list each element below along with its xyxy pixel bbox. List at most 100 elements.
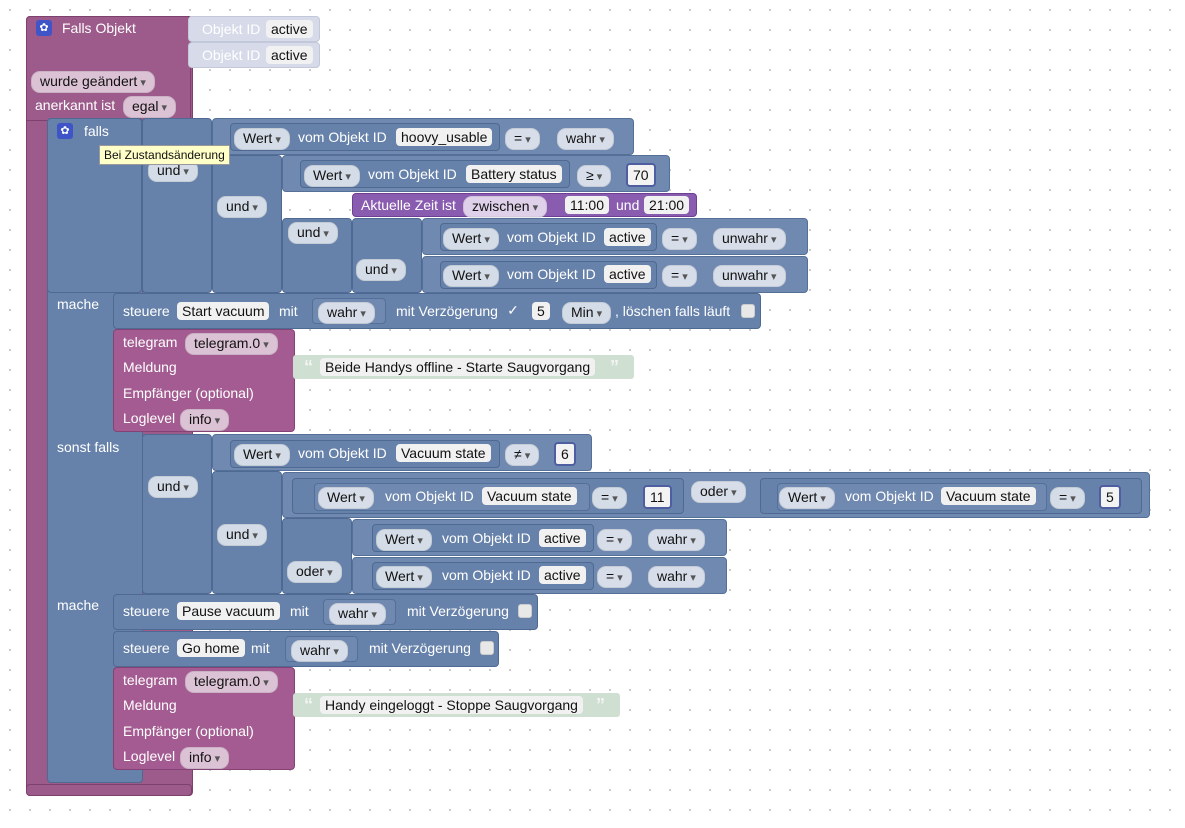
number-field-5[interactable]: 6 [554, 442, 576, 466]
delay-checkbox-3[interactable] [480, 641, 494, 655]
op-dropdown-3[interactable]: = [662, 228, 697, 250]
and-block-2[interactable] [212, 155, 282, 293]
object-field-2[interactable]: Battery status [466, 165, 562, 183]
vom-objekt-6: vom Objekt ID [385, 488, 474, 504]
wert-dropdown-6[interactable]: Wert [318, 487, 374, 509]
or-dropdown-1[interactable]: oder [287, 561, 342, 583]
op-dropdown-7[interactable]: = [1050, 487, 1085, 509]
telegram-label-1: telegram [123, 334, 178, 350]
vom-objekt-1: vom Objekt ID [298, 129, 387, 145]
or-dropdown-2[interactable]: oder [691, 481, 746, 503]
bool-dropdown-4[interactable]: unwahr [713, 265, 786, 287]
and-block-5[interactable] [142, 434, 212, 594]
time-to-field[interactable]: 21:00 [644, 196, 690, 214]
vom-objekt-4: vom Objekt ID [507, 266, 596, 282]
time-and-label: und [616, 197, 640, 213]
meldung-label-1: Meldung [123, 359, 177, 375]
object-field-7[interactable]: Vacuum state [941, 487, 1036, 505]
number-field-7[interactable]: 5 [1099, 485, 1121, 509]
telegram-label-2: telegram [123, 672, 178, 688]
object-id-value-1[interactable]: active [266, 20, 313, 38]
vom-objekt-2: vom Objekt ID [368, 166, 457, 182]
bool-dropdown-1[interactable]: wahr [557, 128, 614, 150]
delay-value-1[interactable]: 5 [532, 302, 550, 320]
wert-dropdown-7[interactable]: Wert [779, 487, 835, 509]
wert-dropdown-5[interactable]: Wert [234, 444, 290, 466]
bool-dropdown-8[interactable]: wahr [648, 529, 705, 551]
op-dropdown-5[interactable]: ≠ [505, 444, 540, 466]
wert-dropdown-3[interactable]: Wert [443, 228, 499, 250]
object-field-1[interactable]: hoovy_usable [396, 128, 493, 146]
object-field-9[interactable]: active [539, 566, 586, 584]
message-field-2[interactable]: Handy eingeloggt - Stoppe Saugvorgang [320, 696, 583, 714]
and-block-4[interactable] [352, 218, 422, 293]
delay-unit-dropdown[interactable]: Min [562, 302, 612, 324]
wert-dropdown-4[interactable]: Wert [443, 265, 499, 287]
time-from-field[interactable]: 11:00 [565, 196, 609, 214]
object-field-4[interactable]: active [604, 265, 651, 283]
op-dropdown-4[interactable]: = [662, 265, 697, 287]
time-mode-dropdown[interactable]: zwischen [463, 196, 548, 218]
wert-dropdown-2[interactable]: Wert [304, 165, 360, 187]
object-field-8[interactable]: active [539, 529, 586, 547]
control-target-3[interactable]: Go home [177, 639, 245, 657]
op-dropdown-2[interactable]: ≥ [577, 165, 612, 187]
loglevel-dropdown-2[interactable]: info [180, 747, 230, 769]
changed-dropdown[interactable]: wurde geändert [31, 71, 155, 93]
control-target-1[interactable]: Start vacuum [177, 302, 270, 320]
ack-label: anerkannt ist [35, 97, 116, 113]
bool-dropdown-home[interactable]: wahr [291, 640, 348, 662]
sonst-falls-label: sonst falls [57, 439, 120, 455]
object-id-label-2: Objekt ID [202, 47, 261, 63]
trigger-footer [26, 784, 192, 796]
op-dropdown-1[interactable]: = [505, 128, 540, 150]
tooltip: Bei Zustandsänderung [99, 145, 230, 165]
wert-dropdown-9[interactable]: Wert [376, 566, 432, 588]
steuere-label-1: steuere [123, 303, 170, 319]
op-dropdown-8[interactable]: = [597, 529, 632, 551]
open-quote-1: “ [304, 357, 313, 377]
gear-icon[interactable]: ✿ [36, 20, 52, 36]
object-field-3[interactable]: active [604, 228, 651, 246]
mache-label-1: mache [57, 296, 100, 312]
loglevel-dropdown-1[interactable]: info [180, 409, 230, 431]
number-field-6[interactable]: 11 [643, 485, 672, 509]
op-dropdown-9[interactable]: = [597, 566, 632, 588]
wert-dropdown-8[interactable]: Wert [376, 529, 432, 551]
bool-dropdown-pause[interactable]: wahr [329, 603, 386, 625]
delay-checkbox-1[interactable]: ✓ [507, 302, 519, 318]
and-dropdown-4[interactable]: und [356, 259, 406, 281]
steuere-label-2: steuere [123, 603, 170, 619]
if-gear-icon[interactable]: ✿ [57, 123, 73, 139]
object-field-5[interactable]: Vacuum state [396, 444, 491, 462]
and-dropdown-2[interactable]: und [217, 196, 267, 218]
telegram-instance-1[interactable]: telegram.0 [185, 333, 278, 355]
and-dropdown-3[interactable]: und [288, 222, 338, 244]
bool-dropdown-9[interactable]: wahr [648, 566, 705, 588]
mit-label-1: mit [279, 303, 298, 319]
time-label: Aktuelle Zeit ist [361, 197, 456, 213]
vom-objekt-3: vom Objekt ID [507, 229, 596, 245]
ack-dropdown[interactable]: egal [123, 96, 177, 118]
wert-dropdown-1[interactable]: Wert [234, 128, 290, 150]
empfaenger-label-1: Empfänger (optional) [123, 385, 254, 401]
loglevel-label-1: Loglevel [123, 410, 176, 426]
trigger-title: Falls Objekt [62, 20, 136, 36]
number-field-2[interactable]: 70 [626, 163, 656, 187]
control-target-2[interactable]: Pause vacuum [177, 602, 280, 620]
close-quote-1: ” [610, 357, 619, 377]
falls-label: falls [84, 123, 109, 139]
clear-checkbox[interactable] [741, 304, 755, 318]
telegram-instance-2[interactable]: telegram.0 [185, 671, 278, 693]
object-field-6[interactable]: Vacuum state [482, 487, 577, 505]
and-dropdown-6[interactable]: und [217, 524, 267, 546]
bool-dropdown-3[interactable]: unwahr [713, 228, 786, 250]
loglevel-label-2: Loglevel [123, 748, 176, 764]
steuere-label-3: steuere [123, 640, 170, 656]
op-dropdown-6[interactable]: = [592, 487, 627, 509]
object-id-value-2[interactable]: active [266, 46, 313, 64]
bool-dropdown-start[interactable]: wahr [318, 302, 375, 324]
delay-checkbox-2[interactable] [518, 604, 532, 618]
message-field-1[interactable]: Beide Handys offline - Starte Saugvorgan… [320, 358, 596, 376]
and-dropdown-5[interactable]: und [148, 476, 198, 498]
